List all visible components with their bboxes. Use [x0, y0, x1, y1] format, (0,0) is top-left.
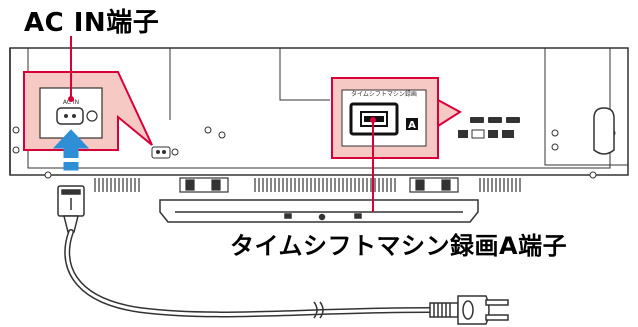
stand-base: [159, 199, 479, 223]
power-cord-inner: [65, 230, 432, 316]
timeshift-pointer: [370, 117, 376, 212]
ac-inlet-small: [151, 146, 179, 159]
stand-mount-right: [409, 177, 459, 193]
stand-mount-left: [179, 177, 229, 193]
tv-rear-panel: [9, 47, 629, 176]
wall-plug: [429, 295, 509, 325]
insert-arrow: [52, 129, 90, 171]
vent-grille-center: [254, 178, 396, 192]
cord-break-mark: [313, 301, 324, 319]
ac-in-pointer: [68, 36, 74, 102]
cord-plug-device-end: [57, 185, 85, 233]
ac-inlet-text: AC IN: [63, 99, 79, 106]
vent-grille-right: [479, 178, 521, 192]
port-badge-text: A: [408, 120, 416, 131]
vent-grille-left: [94, 178, 140, 192]
timeshift-panel-text: タイムシフトマシン録画: [351, 90, 417, 98]
timeshift-terminal-label: タイムシフトマシン録画A端子: [230, 232, 568, 260]
hdmi-ports: [458, 117, 520, 139]
timeshift-callout: タイムシフトマシン録画 A: [331, 77, 462, 159]
ac-in-label: AC IN端子: [24, 8, 160, 38]
cable-hook: [593, 107, 615, 155]
ac-in-callout: AC IN: [23, 71, 153, 151]
